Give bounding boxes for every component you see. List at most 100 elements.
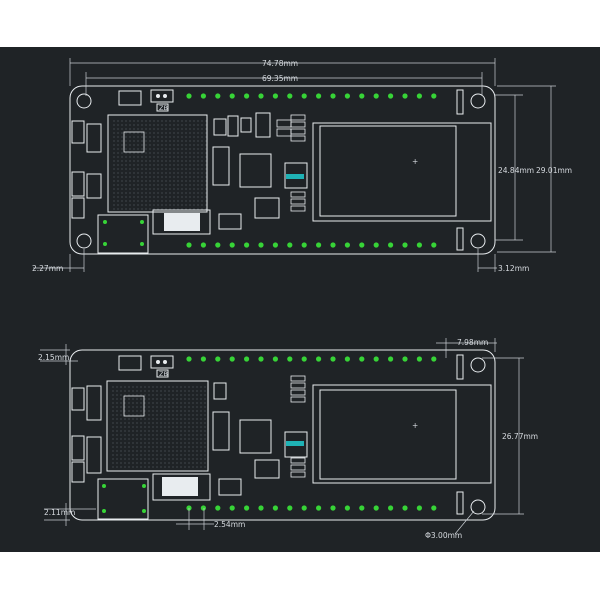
resistor bbox=[290, 114, 306, 121]
module-dot bbox=[157, 204, 159, 206]
module-dot bbox=[117, 144, 119, 146]
module-dot bbox=[193, 172, 195, 174]
module-dot bbox=[192, 442, 194, 444]
module-dot bbox=[132, 430, 134, 432]
header-pin bbox=[388, 505, 394, 511]
module-dot bbox=[133, 160, 135, 162]
module-dot bbox=[133, 136, 135, 138]
module-dot bbox=[177, 120, 179, 122]
module-dot bbox=[113, 192, 115, 194]
module-dot bbox=[120, 446, 122, 448]
module-dot bbox=[200, 406, 202, 408]
module-dot bbox=[125, 200, 127, 202]
mount-hole-bl bbox=[76, 233, 92, 249]
mid-component bbox=[284, 162, 308, 189]
module-dot bbox=[132, 386, 134, 388]
module-dot bbox=[205, 192, 207, 194]
module-dot bbox=[149, 132, 151, 134]
module-dot bbox=[173, 156, 175, 158]
module-dot bbox=[141, 132, 143, 134]
module-dot bbox=[137, 172, 139, 174]
module-dot bbox=[112, 406, 114, 408]
module-dot bbox=[189, 132, 191, 134]
module-dot bbox=[177, 148, 179, 150]
module-dot bbox=[168, 414, 170, 416]
module-dot bbox=[197, 204, 199, 206]
module-dot bbox=[117, 180, 119, 182]
module-dot bbox=[113, 168, 115, 170]
teal-marker bbox=[286, 174, 304, 179]
header-pin bbox=[373, 505, 379, 511]
header-pin bbox=[301, 242, 307, 248]
module-dot bbox=[117, 132, 119, 134]
module-dot bbox=[165, 184, 167, 186]
module-dot bbox=[193, 188, 195, 190]
module-dot bbox=[137, 164, 139, 166]
module-dot bbox=[149, 136, 151, 138]
module-dot bbox=[181, 176, 183, 178]
module-dot bbox=[128, 394, 130, 396]
module-dot bbox=[132, 402, 134, 404]
module-dot bbox=[201, 200, 203, 202]
usb-pad bbox=[103, 220, 107, 224]
module-dot bbox=[200, 410, 202, 412]
module-dot bbox=[169, 136, 171, 138]
module-dot bbox=[168, 394, 170, 396]
module-dot bbox=[176, 458, 178, 460]
module-dot bbox=[161, 176, 163, 178]
module-dot bbox=[156, 398, 158, 400]
module-dot bbox=[124, 454, 126, 456]
module-dot bbox=[184, 462, 186, 464]
module-dot bbox=[132, 450, 134, 452]
module-dot bbox=[121, 180, 123, 182]
module-dot bbox=[152, 458, 154, 460]
module-dot bbox=[140, 414, 142, 416]
module-dot bbox=[181, 164, 183, 166]
module-dot bbox=[165, 188, 167, 190]
top-power-component-body bbox=[164, 213, 200, 231]
header-pin bbox=[244, 505, 250, 511]
module-dot bbox=[125, 168, 127, 170]
module-dot bbox=[184, 458, 186, 460]
module-dot bbox=[128, 430, 130, 432]
header-pin bbox=[215, 93, 221, 99]
usb-pad bbox=[103, 242, 107, 246]
module-dot bbox=[181, 124, 183, 126]
module-dot bbox=[168, 430, 170, 432]
module-dot bbox=[137, 124, 139, 126]
module-dot bbox=[192, 406, 194, 408]
module-dot bbox=[113, 204, 115, 206]
module-dot bbox=[168, 422, 170, 424]
module-dot bbox=[144, 422, 146, 424]
module-dot bbox=[113, 188, 115, 190]
module-dot bbox=[140, 426, 142, 428]
module-dot bbox=[153, 172, 155, 174]
jst-pin bbox=[156, 94, 160, 98]
display-tab bbox=[456, 227, 464, 251]
module-dot bbox=[152, 414, 154, 416]
module-dot bbox=[140, 398, 142, 400]
module-dot bbox=[145, 176, 147, 178]
module-dot bbox=[116, 434, 118, 436]
module-dot bbox=[145, 148, 147, 150]
module-dot bbox=[173, 140, 175, 142]
module-dot bbox=[124, 442, 126, 444]
module-dot bbox=[148, 414, 150, 416]
module-dot bbox=[160, 398, 162, 400]
module-dot bbox=[136, 402, 138, 404]
module-dot bbox=[197, 172, 199, 174]
module-dot bbox=[157, 200, 159, 202]
module-dot bbox=[172, 466, 174, 468]
module-dot bbox=[180, 466, 182, 468]
module-dot bbox=[168, 426, 170, 428]
usb-pad bbox=[140, 220, 144, 224]
module-dot bbox=[168, 438, 170, 440]
mid-ic-left bbox=[212, 411, 230, 451]
module-dot bbox=[169, 128, 171, 130]
module-dot bbox=[144, 386, 146, 388]
module-dot bbox=[121, 196, 123, 198]
module-dot bbox=[137, 156, 139, 158]
module-dot bbox=[121, 176, 123, 178]
module-dot bbox=[205, 204, 207, 206]
module-dot bbox=[200, 430, 202, 432]
